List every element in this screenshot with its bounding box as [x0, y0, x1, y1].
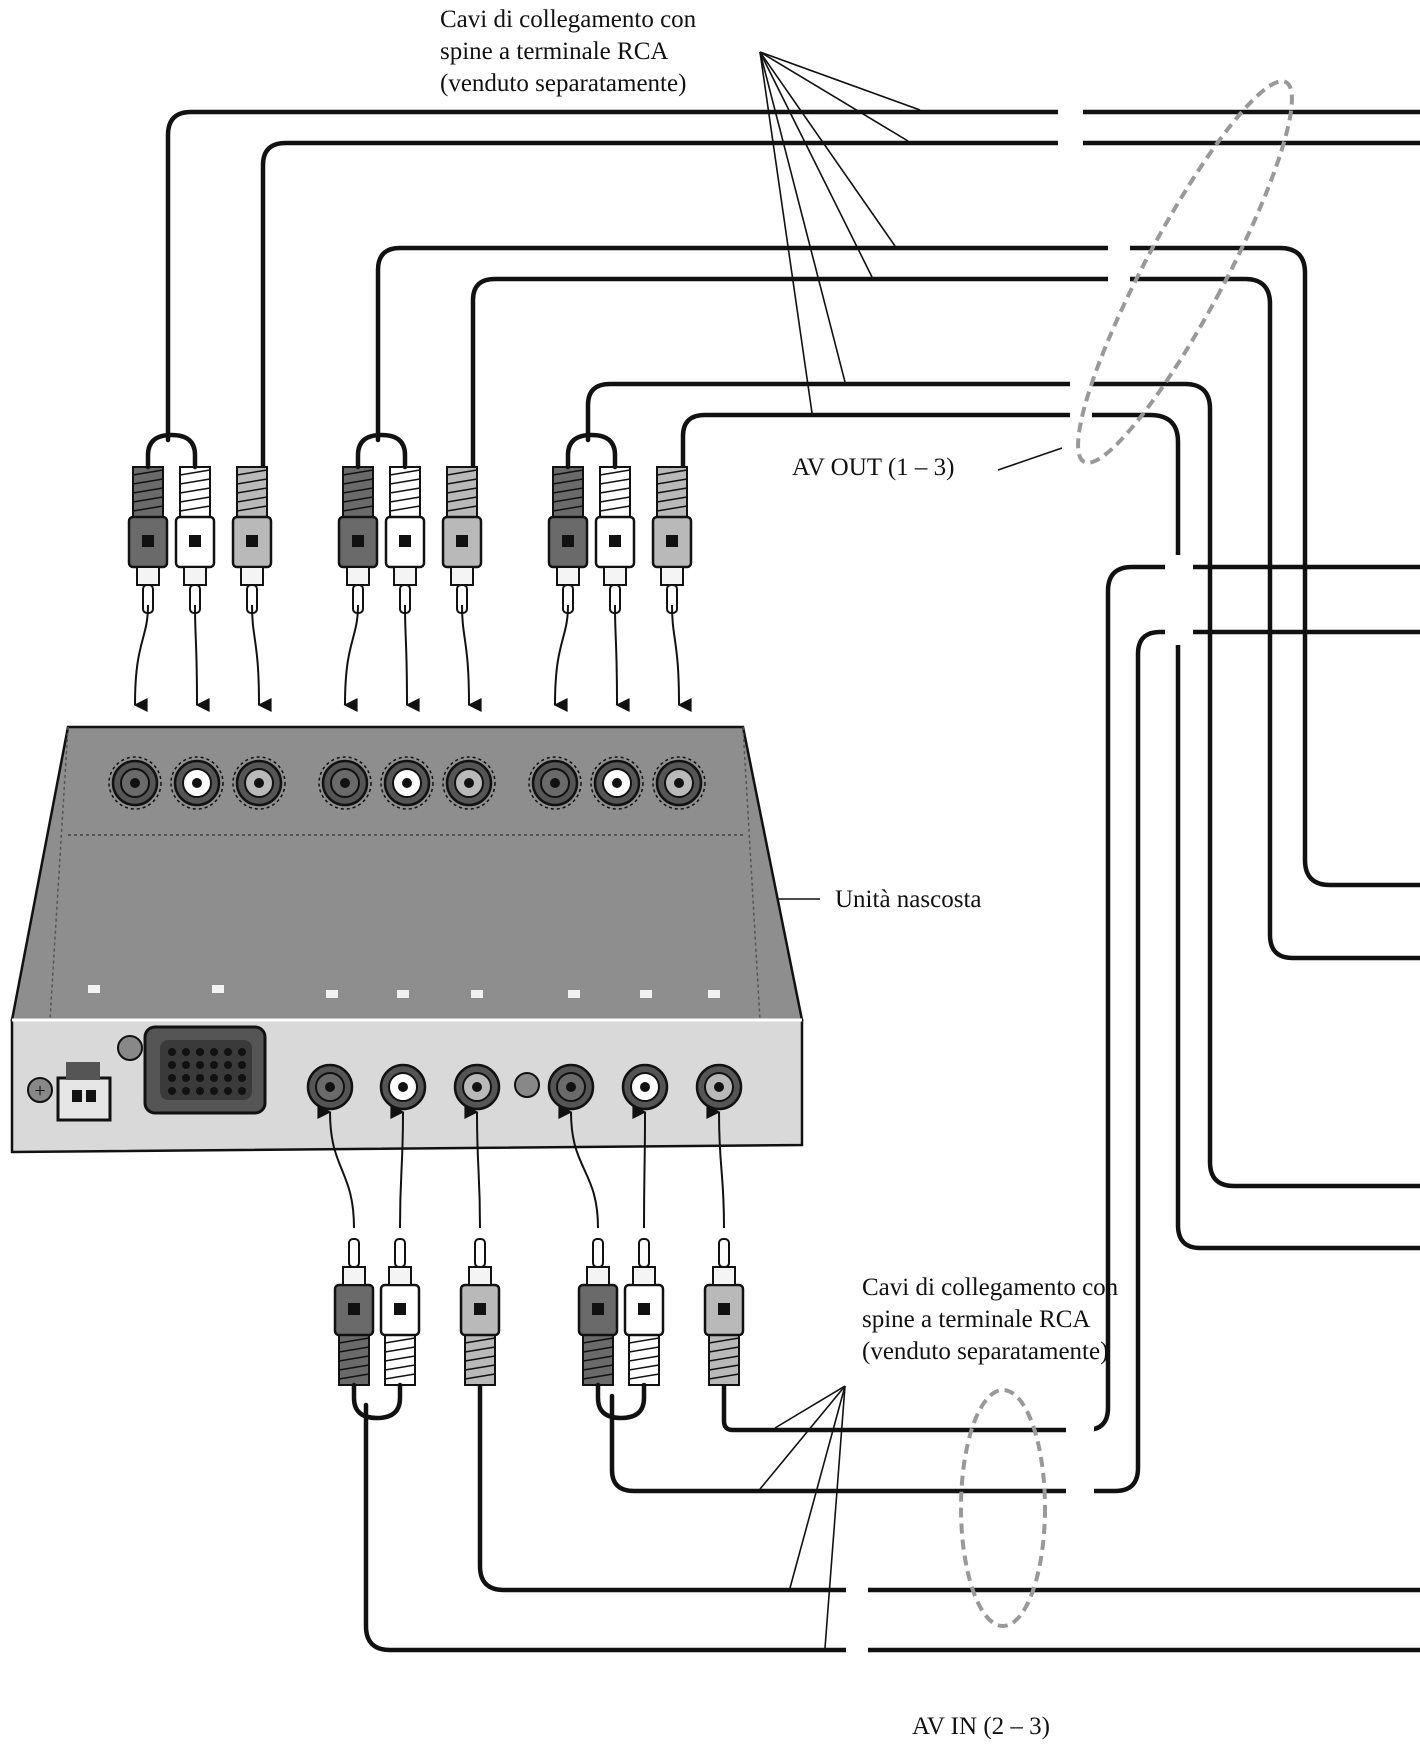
av-out-1-jack-white: [170, 756, 224, 810]
av-in-2-arrow-white: [390, 1104, 405, 1229]
av-in-2-plug-dark: [333, 1238, 375, 1386]
av-out-oval: [1076, 79, 1294, 465]
av-in-2-plug-white: [379, 1238, 421, 1386]
cables-top-label: Cavi di collegamento con spine a termina…: [440, 4, 696, 100]
av-out-1-arrow-dark: [133, 604, 149, 713]
av-out-3-plug-dark: [547, 466, 589, 614]
av-out-jacks: [108, 756, 706, 810]
av-out-1-plug-gray: [231, 466, 273, 614]
av-out-3-plug-white: [594, 466, 636, 614]
av-in-2-jack-gray: [453, 1063, 501, 1111]
av-in-2-arrow-dark: [317, 1105, 355, 1229]
av-out-3-jack-white: [590, 756, 644, 810]
av-out-cable-breaks: [1058, 100, 1130, 423]
cables-top-line-3: (venduto separatamente): [440, 70, 687, 97]
av-out-1-jack-dark: [108, 756, 162, 810]
av-in-oval: [959, 1388, 1047, 1628]
av-in-arrows: [317, 1104, 725, 1229]
av-out-2-plug-white: [384, 466, 426, 614]
av-out-3-jack-dark: [528, 756, 582, 810]
av-out-1-plug-dark: [127, 466, 169, 614]
av-in-3-jack-dark: [547, 1063, 595, 1111]
cables-bottom-line-1: Cavi di collegamento con: [862, 1274, 1119, 1301]
av-out-2-plug-gray: [441, 466, 483, 614]
av-out-1-arrow-gray: [251, 604, 272, 712]
svg-text:+: +: [34, 1080, 45, 1102]
av-in-2-arrow-gray: [464, 1105, 481, 1229]
av-out-plugs: [127, 432, 693, 614]
av-out-2-arrow-gray: [461, 604, 482, 712]
leader-lines-top: [759, 51, 921, 414]
av-out-2-jack-dark: [318, 756, 372, 810]
av-out-2-jack-gray: [442, 756, 496, 810]
leader-lines-bottom: [759, 1385, 846, 1649]
av-in-3-plug-dark: [577, 1238, 619, 1386]
cables-bottom-line-3: (venduto separatamente): [862, 1338, 1109, 1365]
av-in-2-plug-gray: [459, 1238, 501, 1386]
cables-top-line-1: Cavi di collegamento con: [440, 6, 697, 33]
av-out-2-arrow-dark: [343, 604, 359, 713]
av-out-3-arrow-white: [614, 604, 630, 712]
cables-bottom-label: Cavi di collegamento con spine a termina…: [862, 1272, 1118, 1368]
av-out-3-plug-gray: [651, 466, 693, 614]
av-out-3-arrow-gray: [671, 604, 692, 712]
av-in-3-jack-white: [621, 1063, 669, 1111]
av-in-cables: [363, 564, 1420, 1653]
av-out-1-jack-gray: [232, 756, 286, 810]
av-out-3-arrow-dark: [553, 604, 569, 713]
av-out-leader: [997, 447, 1063, 471]
av-out-arrows: [133, 604, 692, 713]
av-out-1-arrow-white: [194, 604, 210, 712]
av-in-3-arrow-dark: [558, 1105, 599, 1229]
av-out-1-plug-white: [174, 466, 216, 614]
av-in-cable-breaks: [846, 555, 1193, 1663]
av-in-2-jack-white: [379, 1063, 427, 1111]
av-in-3-arrow-white: [632, 1104, 647, 1229]
av-in-2-jack-dark: [306, 1063, 354, 1111]
av-out-2-arrow-white: [404, 604, 420, 712]
av-out-label: AV OUT (1 – 3): [792, 454, 955, 481]
cables-top-line-2: spine a terminale RCA: [440, 38, 669, 65]
av-in-label: AV IN (2 – 3): [912, 1713, 1050, 1740]
av-in-3-arrow-gray: [706, 1105, 725, 1229]
av-out-2-jack-white: [380, 756, 434, 810]
av-in-plugs: [333, 1238, 745, 1421]
cables-bottom-line-2: spine a terminale RCA: [862, 1306, 1091, 1333]
av-out-3-jack-gray: [652, 756, 706, 810]
av-in-3-plug-gray: [703, 1238, 745, 1386]
av-in-3-jack-gray: [695, 1063, 743, 1111]
hidden-unit-label: Unità nascosta: [835, 886, 982, 913]
av-out-2-plug-dark: [337, 466, 379, 614]
av-in-3-plug-white: [623, 1238, 665, 1386]
av-out-cables: [165, 109, 1420, 1251]
av-in-jacks: [306, 1063, 743, 1111]
